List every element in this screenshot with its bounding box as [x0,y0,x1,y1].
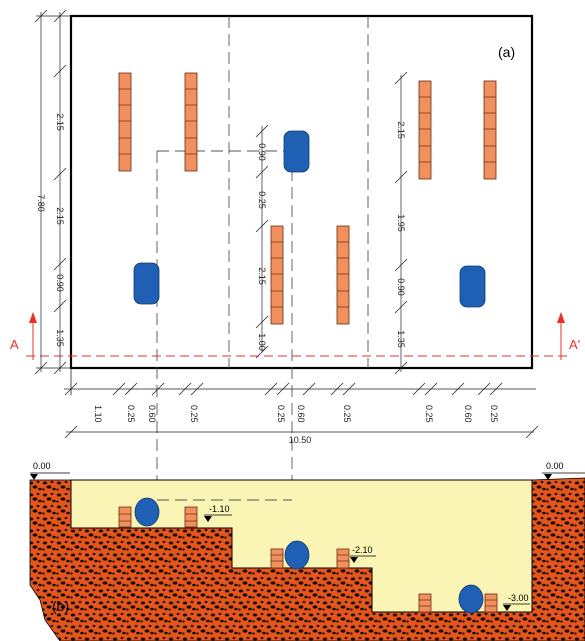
dims-left: 2.15 2.15 0.90 1.35 7.80 [34,9,70,375]
plan-dashed-lines [156,16,369,500]
section-line-aa: A A' [10,312,580,360]
brick-stack-2a [270,548,284,569]
dim-left-1: 2.15 [55,113,65,131]
plan-panel-label: (a) [498,44,515,60]
plan-view: (a) [10,9,580,500]
level-terrace-1: -1.10 [209,504,230,514]
section-marker-right: A' [569,337,580,352]
plan-pipes [133,130,486,308]
pipe-plan-2 [283,130,310,173]
dim-h-9: 0.60 [463,405,473,423]
section-view: 0.00 0.00 -1.10 [29,461,585,641]
ground-level-left: 0.00 [30,461,70,480]
brick-strip-3 [270,225,284,325]
dim-mid-4: 1.00 [257,333,267,351]
dim-h-3: 0.60 [147,405,157,423]
dim-h-7: 0.25 [342,405,352,423]
brick-strip-4 [336,225,350,325]
brick-stack-3b [484,593,498,613]
plan-boundary [69,14,534,370]
brick-stack-1a [118,506,132,528]
dim-h-5: 0.25 [276,405,286,423]
terrace-3: -3.00 [418,584,530,614]
brick-stack-3a [418,593,432,613]
dim-total-height: 7.80 [36,194,46,212]
dim-h-4: 0.25 [189,405,199,423]
dims-right: 2.15 1.95 0.90 1.35 [394,71,408,375]
dim-left-4: 1.35 [55,329,65,347]
pipe-plan-3 [459,265,486,308]
dim-right-1: 2.15 [396,121,406,139]
dim-right-2: 1.95 [396,214,406,232]
brick-strips [118,72,497,325]
dim-left-3: 0.90 [55,274,65,292]
dim-h-8: 0.25 [424,405,434,423]
brick-strip-2 [184,72,198,172]
pipe-section-3 [458,584,484,614]
dim-h-10: 0.25 [489,405,499,423]
dim-left-2: 2.15 [55,207,65,225]
dims-middle: 0.90 0.25 2.15 1.00 [255,124,269,359]
terrace-2: -2.10 [270,540,376,570]
dim-h-1: 1.10 [93,405,103,423]
section-marker-left: A [10,337,19,352]
dim-mid-1: 0.90 [257,143,267,161]
dim-h-6: 0.60 [296,405,306,423]
brick-strip-5 [418,80,432,180]
pipe-section-2 [284,540,310,570]
level-right-label: 0.00 [546,461,564,471]
brick-strip-1 [118,72,132,172]
dim-right-3: 0.90 [396,278,406,296]
pipe-section-1 [134,497,160,527]
dim-mid-3: 2.15 [257,267,267,285]
level-terrace-2: -2.10 [352,545,373,555]
level-terrace-3: -3.00 [508,593,529,603]
terrace-1: -1.10 [118,497,232,528]
section-panel-label: (b) [52,598,69,614]
brick-stack-2b [336,548,350,569]
level-left-label: 0.00 [33,461,51,471]
brick-strip-6 [483,80,497,180]
ground-level-right: 0.00 [542,461,585,480]
brick-stack-1b [184,506,198,528]
dim-h-2: 0.25 [126,405,136,423]
pipe-plan-1 [133,262,160,305]
dim-total-width: 10.50 [289,435,312,445]
dims-bottom: 1.10 0.25 0.60 0.25 0.25 0.60 0.25 0.25 … [64,368,539,445]
dim-right-4: 1.35 [396,330,406,348]
dim-mid-2: 0.25 [257,191,267,209]
